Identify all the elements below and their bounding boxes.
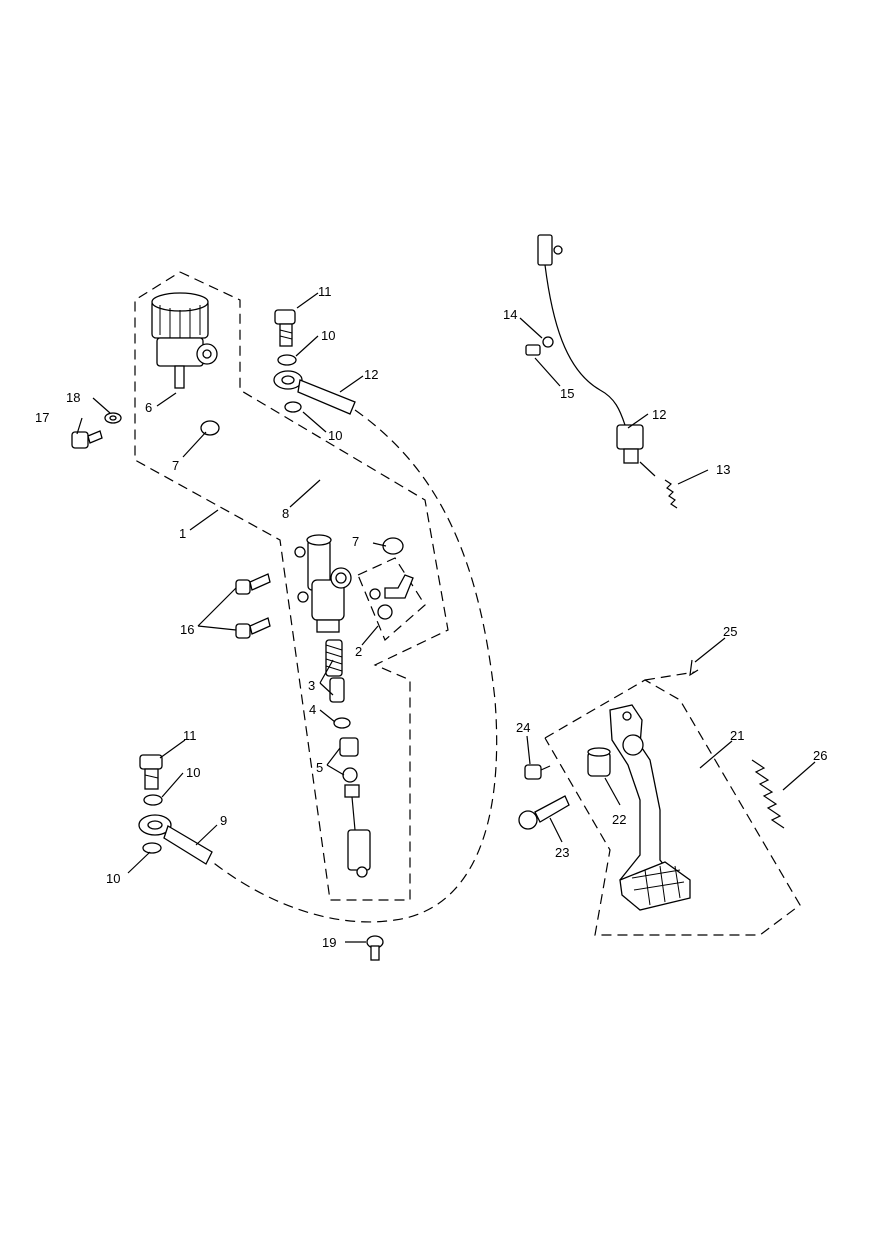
brake-light-switch-icon <box>525 234 656 477</box>
master-cylinder-icon <box>294 534 352 633</box>
callout-10c: 10 <box>186 765 200 780</box>
callout-19: 19 <box>322 935 336 950</box>
callout-14: 14 <box>503 307 517 322</box>
callout-3: 3 <box>308 678 315 693</box>
return-spring-icon <box>751 759 785 829</box>
pedal-bushing-icon <box>587 747 611 777</box>
mounting-bolt-icon <box>235 573 271 639</box>
callout-22: 22 <box>612 812 626 827</box>
brake-hose-upper-icon <box>273 370 356 415</box>
callout-12b: 12 <box>652 407 666 422</box>
sealing-washer-icon <box>142 354 302 854</box>
hose-clip-icon <box>200 420 404 555</box>
callout-7a: 7 <box>172 458 179 473</box>
brake-pedal-icon <box>609 704 691 911</box>
callout-18: 18 <box>66 390 80 405</box>
callout-26: 26 <box>813 748 827 763</box>
split-pin-icon <box>689 659 699 677</box>
spring-icon <box>325 639 345 703</box>
callout-21: 21 <box>730 728 744 743</box>
reservoir-hose-icon <box>214 433 403 536</box>
group-outline-reservoir-kit <box>357 557 426 642</box>
callout-15: 15 <box>560 386 574 401</box>
callout-8: 8 <box>282 506 289 521</box>
bolt-17-icon <box>71 430 103 449</box>
callout-12a: 12 <box>364 367 378 382</box>
callout-7b: 7 <box>352 534 359 549</box>
banjo-bolt-icon <box>274 309 296 347</box>
callout-16: 16 <box>180 622 194 637</box>
callout-labels: 1 2 3 4 5 6 7 7 8 9 10 10 10 10 11 11 12… <box>35 284 827 950</box>
callout-23: 23 <box>555 845 569 860</box>
bolt-19-icon <box>366 935 384 961</box>
callout-6: 6 <box>145 400 152 415</box>
group-outline-pedal-assembly <box>544 671 801 936</box>
callout-10b: 10 <box>328 428 342 443</box>
washer-18-icon <box>104 412 122 424</box>
piston-pushrod-icon <box>339 737 371 878</box>
reservoir-icon <box>151 292 218 389</box>
callout-11b: 11 <box>183 728 197 743</box>
callout-4: 4 <box>309 702 316 717</box>
pivot-bolt-icon <box>518 795 570 830</box>
callout-24: 24 <box>516 720 530 735</box>
callout-11a: 11 <box>318 284 332 299</box>
callout-1: 1 <box>179 526 186 541</box>
clevis-pin-icon <box>524 764 551 780</box>
callout-5: 5 <box>316 760 323 775</box>
callout-2: 2 <box>355 644 362 659</box>
callout-9: 9 <box>220 813 227 828</box>
callout-17: 17 <box>35 410 49 425</box>
reservoir-connector-icon <box>369 574 414 620</box>
callout-10d: 10 <box>106 871 120 886</box>
callout-25: 25 <box>723 624 737 639</box>
callout-10a: 10 <box>321 328 335 343</box>
banjo-bolt-lower-icon <box>139 754 163 790</box>
switch-spring-icon <box>664 479 678 509</box>
callout-13: 13 <box>716 462 730 477</box>
o-ring-icon <box>333 717 351 729</box>
leader-lines <box>76 292 816 943</box>
